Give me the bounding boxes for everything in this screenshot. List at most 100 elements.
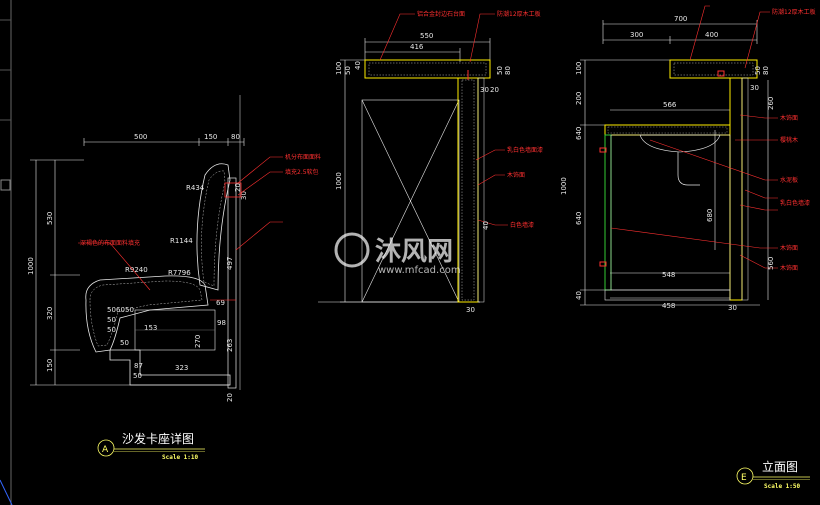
door-section-view: 铝合金封边石台面 防潮12厚木工板 乳白色墙面漆 木饰面 白色墙漆 550 416… — [318, 10, 543, 314]
sofa-left-dim-label: 530 — [46, 212, 54, 225]
site-watermark: 沐风网 www.mfcad.com — [334, 232, 461, 276]
vanity-top-dim-label: 300 — [630, 31, 643, 39]
sofa-top-dim-label: 150 — [204, 133, 217, 141]
sofa-view-scale: Scale 1:10 — [162, 454, 199, 461]
vanity-side-dim-label: 1000 — [560, 177, 568, 195]
door-side-dim-label: 80 — [504, 66, 512, 75]
sofa-misc-dim-label: R9240 — [125, 266, 148, 274]
sofa-view-title: 沙发卡座详图 — [122, 431, 194, 446]
label-veneer-3: 木饰面 — [780, 264, 798, 272]
sofa-left-dim-label: 1000 — [27, 257, 35, 275]
vanity-inner-dim-label: 30 — [728, 304, 737, 312]
vanity-side-dim-label: 260 — [767, 97, 775, 110]
sofa-misc-dim-label: 50 — [120, 339, 129, 347]
sofa-misc-dim-label: 30 — [240, 191, 248, 200]
door-top-dim-label: 550 — [420, 32, 433, 40]
vanity-view-title: 立面图 — [762, 459, 798, 474]
vanity-red-labels: 防潮12厚木工板 木饰面 樱桃木 水泥板 乳白色墙漆 木饰面 木饰面 — [772, 8, 816, 272]
vanity-side-dim-label: 40 — [575, 291, 583, 300]
label-face-fabric: 机分布面面料 — [285, 153, 321, 161]
sofa-misc-dim-label: 50 — [133, 372, 142, 380]
door-side-dim-label: 30 — [466, 306, 475, 314]
sofa-top-dim-label: 80 — [231, 133, 240, 141]
sofa-misc-dim-label: R434 — [186, 184, 205, 192]
vanity-cabinet — [599, 70, 731, 301]
door-red-labels: 铝合金封边石台面 防潮12厚木工板 乳白色墙面漆 木饰面 白色墙漆 — [417, 10, 543, 229]
door-side-dim-label: 50 — [344, 66, 352, 75]
vanity-side-dim-label: 80 — [762, 66, 770, 75]
vanity-view-scale: Scale 1:50 — [764, 483, 801, 490]
door-side-dim-label: 40 — [354, 61, 362, 70]
sofa-misc-dim-label: R7796 — [168, 269, 191, 277]
sofa-misc-dim-label: 497 — [226, 257, 234, 270]
label-paint: 乳白色墙面漆 — [507, 146, 543, 154]
sofa-red-labels: 机分布面面料 填充2.5软包 深褐色的布面面料填充 — [80, 153, 321, 247]
label-brown-fabric: 深褐色的布面面料填充 — [80, 239, 140, 247]
sofa-misc-dim-label: R1144 — [170, 237, 193, 245]
layer-icon — [0, 179, 11, 191]
view-marker-e-label: E — [741, 473, 747, 483]
sofa-misc-dim-label: 50 — [125, 306, 134, 314]
label-white-paint: 白色墙漆 — [510, 221, 534, 229]
sofa-top-dim-label: 500 — [134, 133, 147, 141]
watermark-brand: 沐风网 — [375, 237, 453, 267]
label-plywood-top: 防潮12厚木工板 — [772, 8, 816, 16]
view-marker-e — [736, 467, 754, 485]
view-marker-a — [97, 439, 115, 457]
sofa-left-dim-label: 150 — [46, 359, 54, 372]
sofa-left-dim-label: 320 — [46, 307, 54, 320]
vanity-side-dim-label: 30 — [750, 84, 759, 92]
vanity-top-dim-label: 400 — [705, 31, 718, 39]
label-soft-pack: 填充2.5软包 — [285, 168, 319, 176]
sofa-misc-dim-label: 50 — [107, 326, 116, 334]
sofa-misc-dim-label: 263 — [226, 339, 234, 352]
sofa-misc-dim-label: 20 — [226, 393, 234, 402]
label-cherry-wood: 樱桃木 — [780, 136, 798, 144]
view-marker-a-label: A — [102, 445, 109, 455]
vanity-top-dim-label: 700 — [674, 15, 687, 23]
door-side-dim-label: 1000 — [335, 172, 343, 190]
sofa-misc-dim-label: 98 — [217, 319, 226, 327]
sofa-misc-dim-label: 153 — [144, 324, 157, 332]
watermark-logo-icon — [334, 232, 370, 268]
door-side-dim-label: 100 — [335, 62, 343, 75]
vanity-title-block: E 立面图 Scale 1:50 — [736, 459, 810, 490]
label-veneer: 木饰面 — [507, 171, 525, 179]
label-cement-board: 水泥板 — [780, 176, 798, 184]
sofa-cushion — [85, 163, 231, 386]
sofa-misc-dim-label: 323 — [175, 364, 188, 372]
vanity-side-dim-label: 560 — [767, 257, 775, 270]
vanity-side-dim-label: 640 — [575, 212, 583, 225]
label-white-paint: 乳白色墙漆 — [780, 199, 810, 207]
label-stone-top: 铝合金封边石台面 — [417, 10, 465, 18]
vanity-side-dim-label: 100 — [575, 62, 583, 75]
door-top-dim-label: 416 — [410, 43, 424, 51]
vanity-inner-dim-label: 458 — [662, 302, 675, 310]
sofa-misc-dim-label: 50 — [107, 306, 116, 314]
vanity-side-dim-label: 640 — [575, 127, 583, 140]
vanity-elevation-view: 防潮12厚木工板 木饰面 樱桃木 水泥板 乳白色墙漆 木饰面 木饰面 700 30… — [560, 5, 816, 490]
back-wall — [210, 95, 242, 390]
vanity-side-dim-label: 50 — [754, 66, 762, 75]
door-side-dim-label: 40 — [482, 221, 490, 230]
vanity-inner-dim-label: 566 — [663, 101, 677, 109]
sofa-misc-dim-label: 60 — [116, 306, 125, 314]
sofa-misc-dim-label: 20 — [234, 183, 242, 192]
door-side-dim-label: 30 — [480, 86, 489, 94]
door-side-dim-label: 50 — [496, 66, 504, 75]
label-veneer-2: 木饰面 — [780, 244, 798, 252]
left-edge-toolbar — [0, 0, 13, 505]
sofa-misc-dim-label: 87 — [134, 362, 143, 370]
label-plywood: 防潮12厚木工板 — [497, 10, 541, 18]
watermark-url: www.mfcad.com — [378, 265, 461, 276]
label-veneer-1: 木饰面 — [780, 114, 798, 122]
sofa-misc-dim-label: 270 — [194, 335, 202, 348]
sofa-misc-dim-label: 50 — [107, 316, 116, 324]
sofa-title-block: A 沙发卡座详图 Scale 1:10 — [97, 431, 205, 461]
vanity-side-dim-label: 200 — [575, 92, 583, 105]
sofa-misc-dim-label: 69 — [216, 299, 225, 307]
vanity-inner-dim-label: 548 — [662, 271, 675, 279]
